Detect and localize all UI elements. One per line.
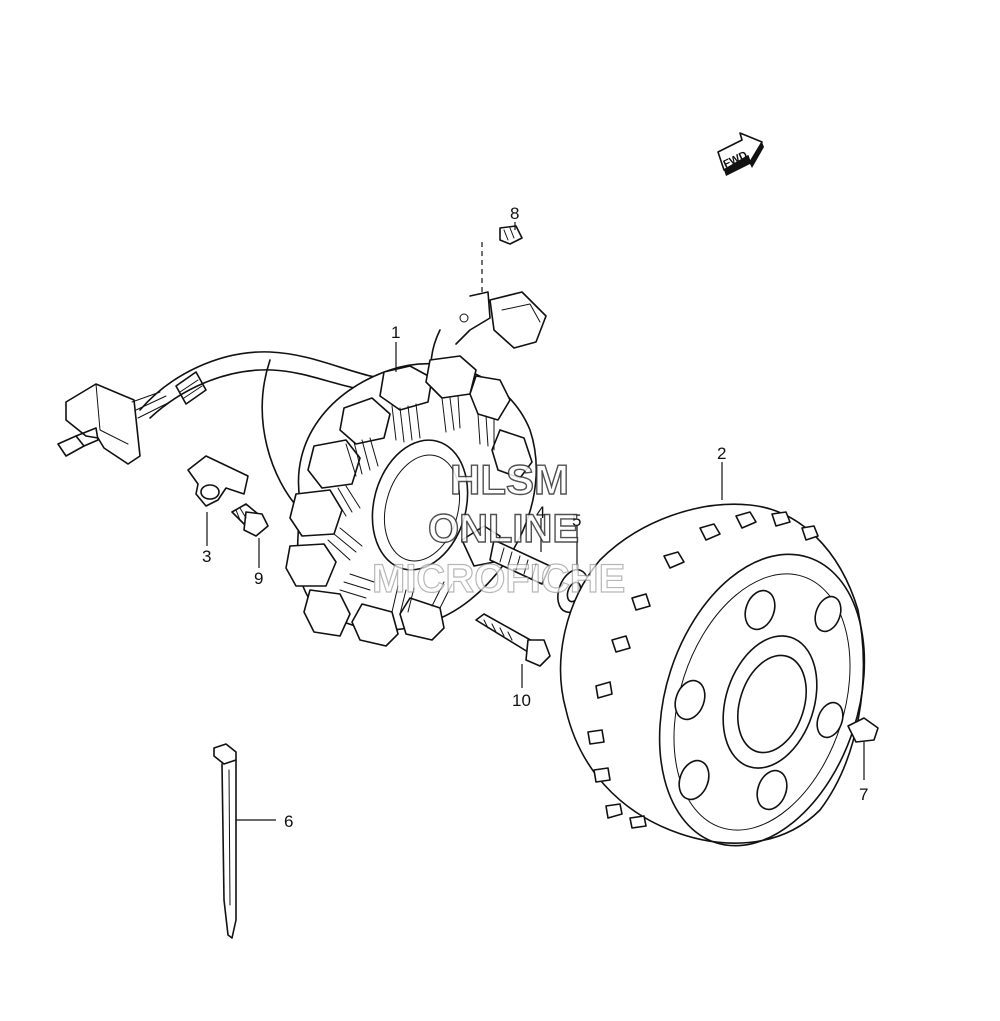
watermark-line-2: ONLINE [428, 507, 579, 551]
callout-10: 10 [512, 691, 531, 710]
fwd-arrow-icon: FWD [717, 132, 764, 176]
callout-2: 2 [717, 444, 726, 463]
wire-clamp-part [187, 455, 249, 507]
callout-3: 3 [202, 547, 211, 566]
rotor-part [559, 503, 866, 847]
cable-tie-part [213, 743, 237, 939]
callout-7: 7 [859, 785, 868, 804]
callout-6: 6 [284, 812, 293, 831]
callout-9: 9 [254, 569, 263, 588]
watermark-line-1: HLSM [450, 456, 569, 503]
wiring-harness [139, 351, 401, 511]
callout-1: 1 [391, 323, 400, 342]
callout-8: 8 [510, 204, 519, 223]
watermark: HLSM ONLINE MICROFICHE [371, 455, 626, 601]
bolt-9-part [231, 503, 269, 537]
bolt-10-part [475, 613, 551, 667]
pickup-connector-part [430, 291, 547, 379]
bolt-4-part [461, 525, 551, 585]
key-7-part [847, 717, 879, 743]
watermark-line-3: MICROFICHE [372, 557, 625, 601]
screw-8-part [481, 225, 523, 296]
callout-4: 4 [536, 503, 545, 522]
callout-labels: 1 2 3 4 5 6 7 8 9 10 [202, 204, 868, 831]
connector-left-part [57, 383, 171, 465]
callout-5: 5 [572, 511, 581, 530]
leader-lines [206, 222, 865, 821]
